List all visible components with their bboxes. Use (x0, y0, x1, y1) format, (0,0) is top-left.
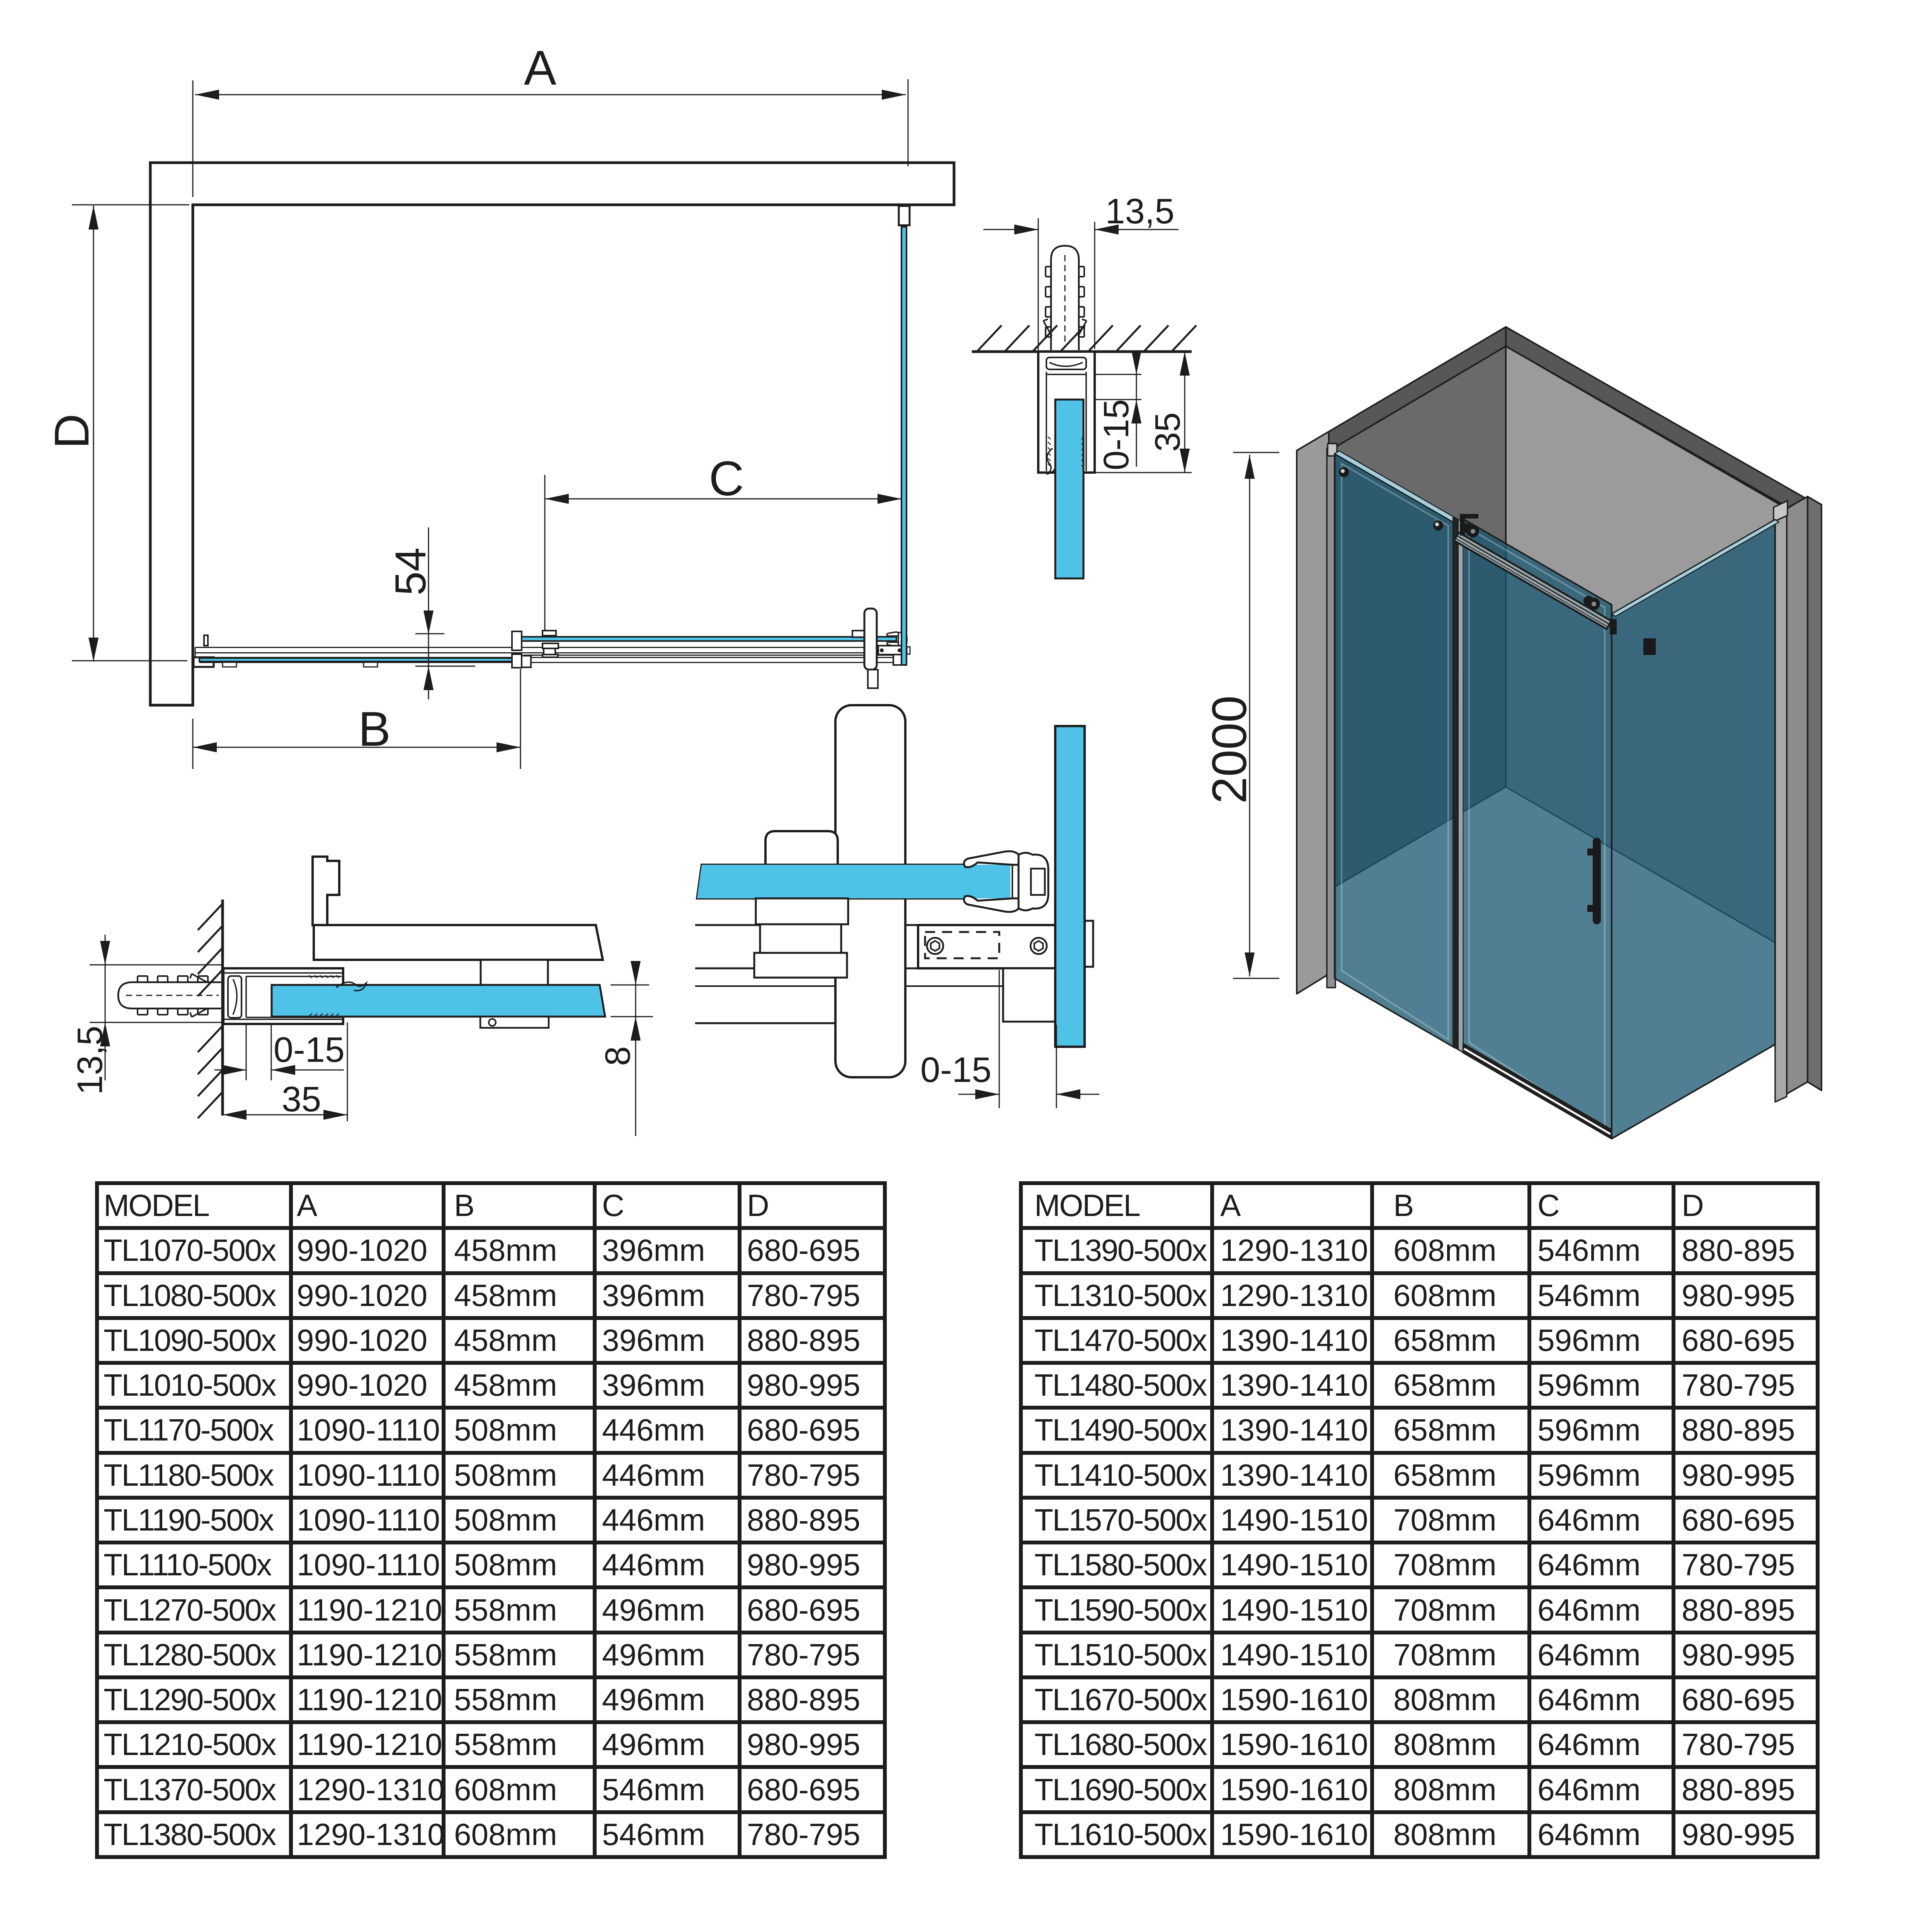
svg-text:A: A (524, 41, 556, 95)
svg-text:D: D (44, 414, 99, 449)
svg-text:0-15: 0-15 (274, 1030, 345, 1070)
svg-text:13,5: 13,5 (70, 1026, 110, 1095)
svg-text:0-15: 0-15 (1097, 399, 1136, 470)
svg-text:13,5: 13,5 (1105, 192, 1174, 231)
svg-text:C: C (709, 451, 744, 506)
svg-text:54: 54 (386, 548, 435, 596)
svg-text:B: B (358, 702, 391, 756)
svg-text:35: 35 (282, 1080, 321, 1119)
svg-text:2000: 2000 (1202, 696, 1257, 804)
svg-text:8: 8 (598, 1046, 638, 1066)
svg-text:0-15: 0-15 (920, 1050, 992, 1090)
svg-text:35: 35 (1148, 412, 1187, 452)
